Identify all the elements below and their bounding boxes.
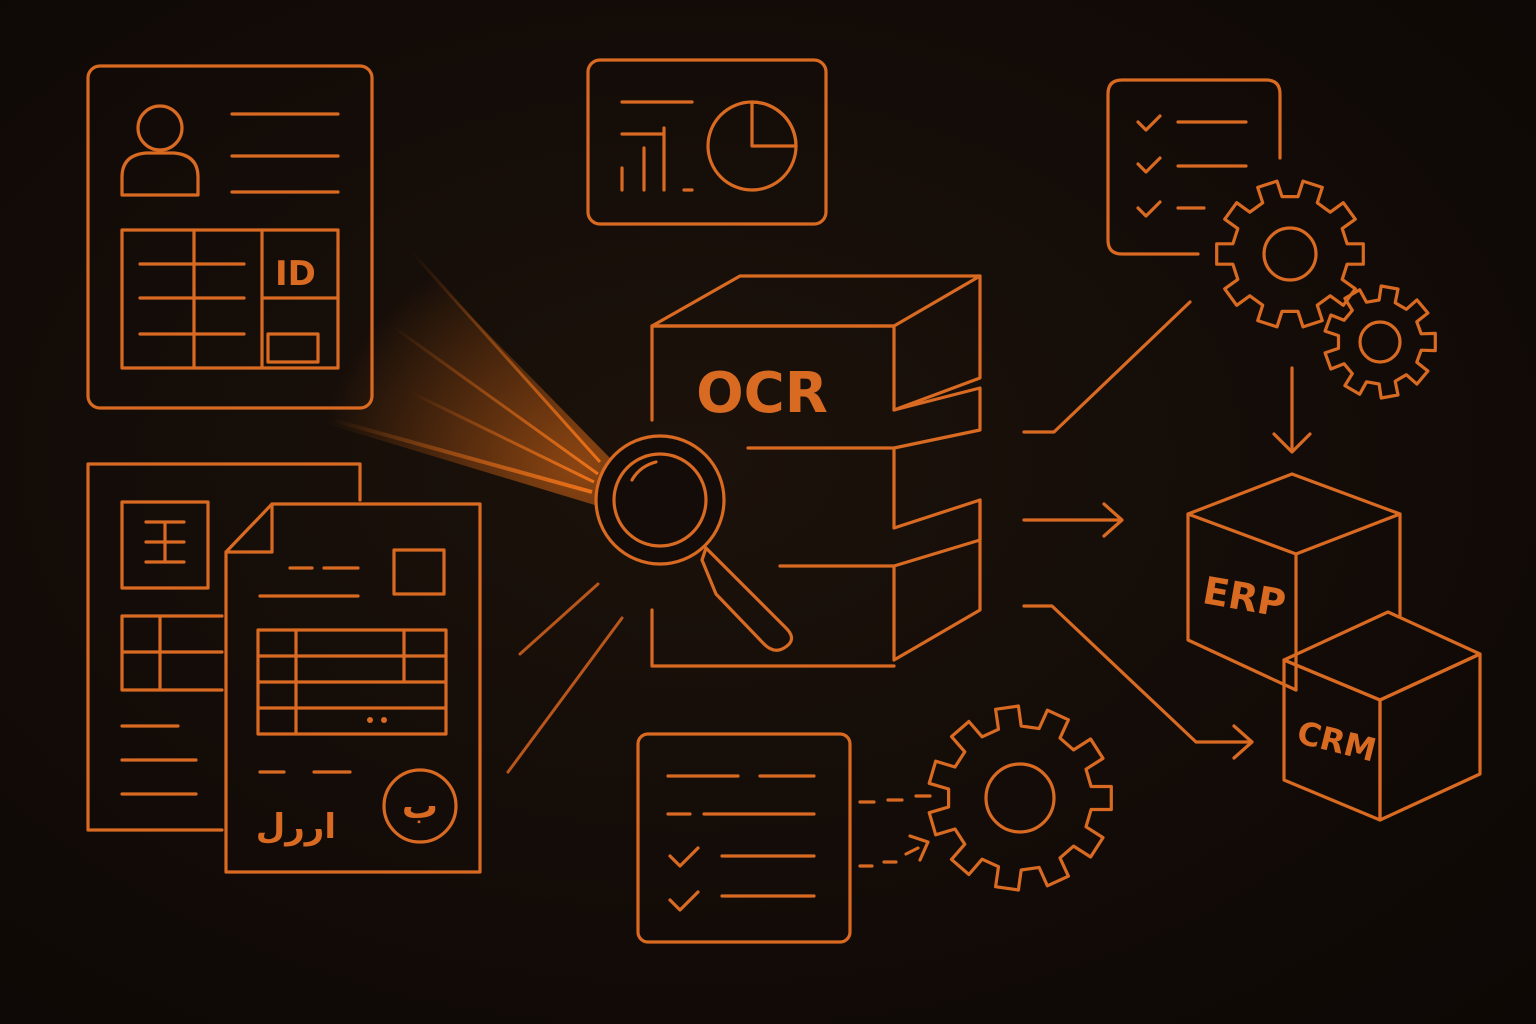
id-label: ID <box>275 254 316 294</box>
gear-icon <box>927 704 1113 892</box>
connector-to-checklist <box>1022 300 1192 434</box>
arabic-text: اررل <box>256 807 336 847</box>
connector-arrows <box>1022 300 1254 760</box>
gear-outline <box>927 704 1113 892</box>
gear-hub <box>1262 226 1318 282</box>
gear-icon <box>1323 284 1437 400</box>
crm-label: CRM <box>1293 713 1380 769</box>
ocr-engine-block: OCR <box>650 274 982 668</box>
crm-cube-icon: CRM <box>1282 610 1482 822</box>
gear-hub <box>1358 320 1402 364</box>
gear-hub <box>984 762 1056 834</box>
checklist-icon <box>636 732 852 944</box>
id-card-document-icon: ID <box>86 64 374 410</box>
ocr-label: OCR <box>696 361 828 426</box>
seal-icon <box>382 768 458 844</box>
erp-cube-icon: ERP <box>1186 472 1402 692</box>
stacked-documents-icon: اررل ب <box>86 462 482 874</box>
arrow-down-icon <box>1272 366 1312 454</box>
dashboard-chart-icon <box>586 58 828 226</box>
gear-outline <box>1323 284 1437 400</box>
gear-outline <box>1215 179 1365 329</box>
checklist-icon <box>1106 78 1282 256</box>
arrow-to-crm <box>1022 604 1252 744</box>
scan-beam <box>320 246 624 774</box>
gear-icon <box>1215 179 1365 329</box>
dashed-arrows <box>858 794 932 868</box>
erp-label: ERP <box>1200 568 1289 626</box>
seal-glyph: ب <box>402 786 438 827</box>
magnifier-icon <box>594 434 794 652</box>
